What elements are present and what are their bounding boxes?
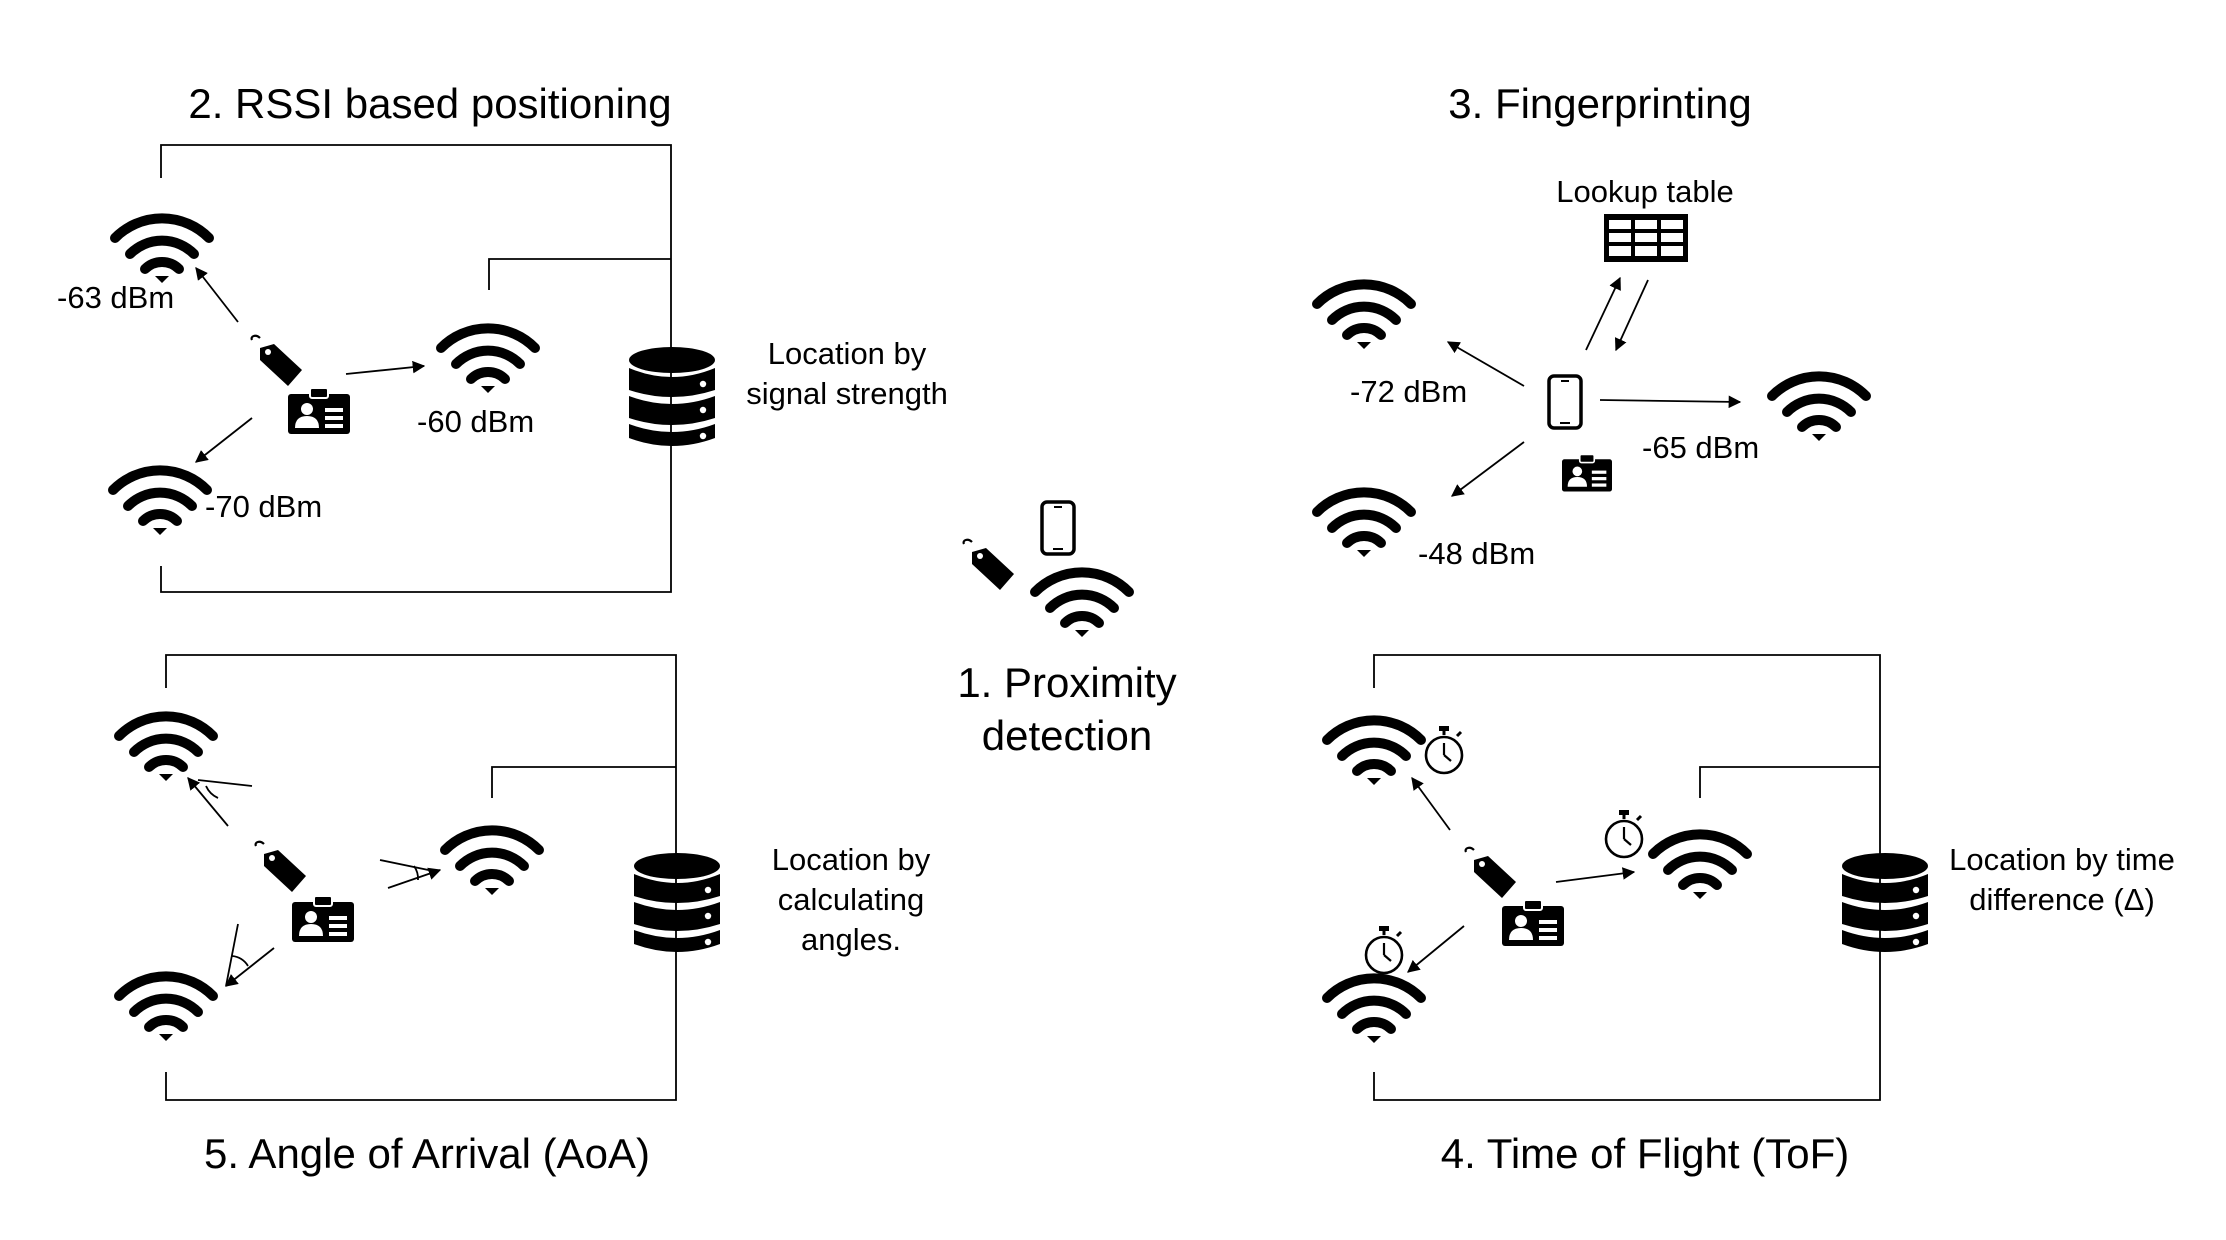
wifi-icon (1035, 572, 1129, 637)
wifi-icon (1317, 284, 1411, 349)
id-badge-icon (287, 387, 351, 435)
fingerprinting-title: 3. Fingerprinting (1448, 80, 1752, 127)
tag-icon (250, 334, 304, 388)
database-icon (1842, 853, 1928, 952)
lookup-table-label: Lookup table (1556, 174, 1734, 209)
id-badge-icon (1501, 899, 1565, 947)
rssi-caption-line2: signal strength (746, 376, 948, 411)
rssi-caption-line1: Location by (768, 336, 927, 371)
tof-frame (1373, 654, 1881, 1101)
wifi-icon (1317, 492, 1411, 557)
database-icon (629, 347, 715, 446)
wifi-icon (119, 716, 213, 781)
rssi-title: 2. RSSI based positioning (188, 80, 671, 127)
aoa-connector (491, 766, 676, 798)
rssi-reading-3: -70 dBm (205, 489, 322, 524)
stopwatch-icon (1604, 808, 1644, 859)
aoa-caption-line3: angles. (801, 922, 901, 957)
rssi-connector (488, 258, 671, 290)
wifi-icon (119, 976, 213, 1041)
stopwatch-icon (1364, 924, 1404, 975)
wifi-icon (1327, 978, 1421, 1043)
wifi-icon (441, 328, 535, 393)
fingerprinting-section: 3. Fingerprinting Lookup table -72 dBm -… (1317, 80, 1866, 571)
aoa-title: 5. Angle of Arrival (AoA) (204, 1130, 650, 1177)
tof-section: Location by time difference (Δ) 4. Time … (1327, 654, 2175, 1177)
smartphone-icon (1547, 374, 1583, 430)
smartphone-icon (1040, 500, 1076, 556)
tag-icon (1464, 846, 1518, 900)
id-badge-icon (1561, 453, 1613, 493)
rssi-reading-2: -60 dBm (417, 404, 534, 439)
rssi-section: 2. RSSI based positioning -63 dBm -60 dB… (57, 80, 948, 593)
wifi-icon (1327, 720, 1421, 785)
stopwatch-icon (1424, 724, 1464, 775)
fingerprint-reading-3: -48 dBm (1418, 536, 1535, 571)
wifi-icon (1653, 834, 1747, 899)
tag-icon (962, 538, 1016, 592)
wifi-icon (115, 218, 209, 283)
wifi-icon (113, 470, 207, 535)
fingerprint-reading-2: -65 dBm (1642, 430, 1759, 465)
aoa-section: Location by calculating angles. 5. Angle… (119, 654, 931, 1177)
rssi-frame (160, 144, 672, 593)
proximity-title-line2: detection (982, 712, 1152, 759)
aoa-caption-line2: calculating (778, 882, 924, 917)
id-badge-icon (291, 895, 355, 943)
tof-caption-line2: difference (Δ) (1969, 882, 2155, 917)
proximity-title-line1: 1. Proximity (957, 659, 1176, 706)
proximity-section: 1. Proximity detection (957, 500, 1177, 759)
aoa-caption-line1: Location by (772, 842, 931, 877)
table-icon (1604, 214, 1688, 262)
rssi-reading-1: -63 dBm (57, 280, 174, 315)
wifi-icon (1772, 376, 1866, 441)
wifi-icon (445, 830, 539, 895)
tof-connector (1699, 766, 1880, 798)
tof-title: 4. Time of Flight (ToF) (1441, 1130, 1849, 1177)
tof-caption-line1: Location by time (1949, 842, 2175, 877)
database-icon (634, 853, 720, 952)
tag-icon (254, 840, 308, 894)
fingerprint-reading-1: -72 dBm (1350, 374, 1467, 409)
